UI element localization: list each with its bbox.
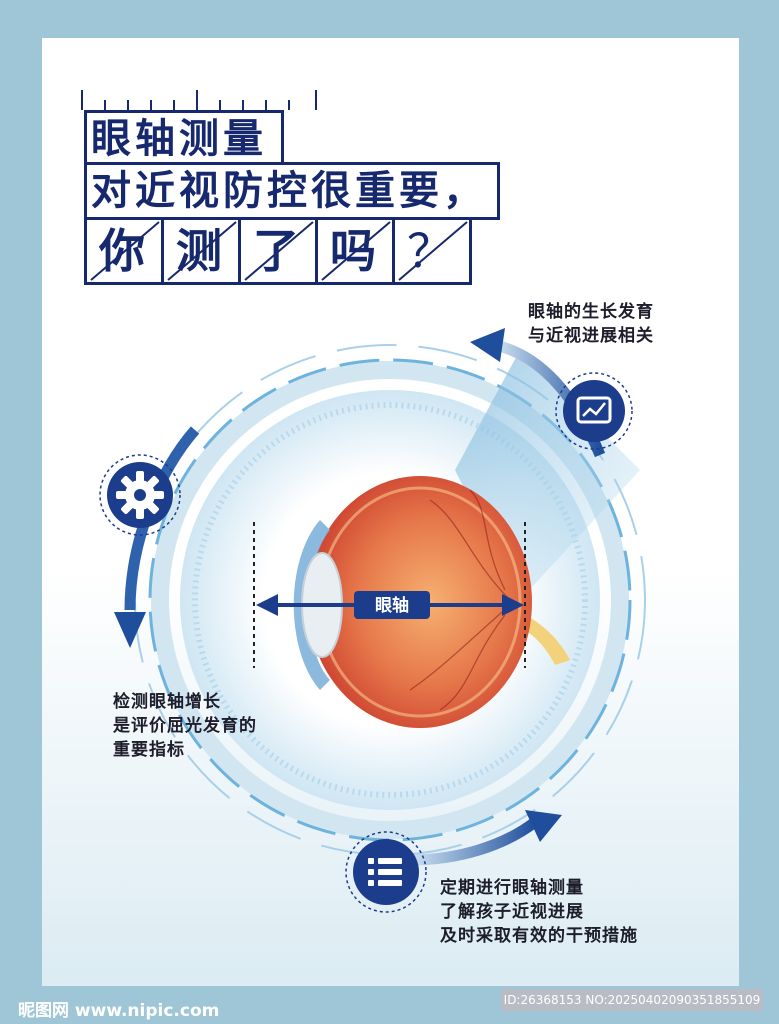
caption-top-right: 眼轴的生长发育 与近视进展相关 [528, 300, 654, 348]
cell-slash [167, 221, 237, 281]
title-char-cell: 你 [84, 217, 164, 285]
caption-line: 检测眼轴增长 [113, 692, 221, 712]
gear-icon-outer-ring [99, 454, 181, 536]
cell-slash [90, 221, 160, 281]
title-char: 测 [176, 224, 226, 278]
dashed-ring-outer [134, 344, 646, 856]
title-char: ？ [407, 224, 457, 278]
title-char: 你 [99, 224, 149, 278]
title-char-cell: ？ [392, 217, 472, 285]
title-char: 了 [253, 224, 303, 278]
title-char-cell: 测 [161, 217, 241, 285]
cell-slash [244, 221, 314, 281]
caption-line: 与近视进展相关 [528, 326, 654, 346]
caption-line: 眼轴的生长发育 [528, 302, 654, 322]
eye-diagram: 眼轴 [99, 328, 646, 913]
cell-slash [321, 221, 391, 281]
blood-vessels [409, 489, 511, 711]
chart-monitor-screen [576, 396, 612, 424]
axis-arrow-right-head [502, 594, 524, 616]
caption-left: 检测眼轴增长 是评价屈光发育的 重要指标 [113, 690, 257, 762]
watermark-site: 昵图网 www.nipic.com [18, 1001, 220, 1021]
title-char: 吗 [330, 224, 380, 278]
axis-label: 眼轴 [375, 595, 409, 616]
caption-line: 定期进行眼轴测量 [440, 878, 584, 898]
caption-line: 重要指标 [113, 740, 185, 760]
title-ruler [81, 90, 317, 110]
bottom-arc-arrow [409, 817, 539, 866]
caption-line: 及时采取有效的干预措施 [440, 926, 638, 946]
list-icon-outer-ring [345, 831, 427, 913]
chart-icon-outer-ring [555, 372, 633, 450]
axis-arrow-left-head [256, 594, 278, 616]
bottom-arc-arrow-head [525, 810, 562, 842]
title-line-2: 对近视防控很重要， [84, 162, 500, 220]
gear-hole [134, 489, 146, 501]
title-line-1: 眼轴测量 [84, 110, 284, 165]
watermark-id: ID:26368153 NO:20250402090351855109 [501, 989, 763, 1011]
caption-line: 了解孩子近视进展 [440, 902, 584, 922]
dashed-ring [148, 358, 632, 842]
list-shape [368, 858, 402, 886]
caption-line: 是评价屈光发育的 [113, 716, 257, 736]
caption-bottom-right: 定期进行眼轴测量 了解孩子近视进展 及时采取有效的干预措施 [440, 876, 638, 948]
axis-label-box [354, 591, 430, 619]
chart-monitor-line [582, 402, 606, 417]
cell-slash [398, 221, 468, 281]
title-char-cell: 吗 [315, 217, 395, 285]
tick-ring [192, 402, 588, 798]
outer-glow-ring [151, 361, 629, 839]
left-arc-arrow-head [114, 612, 146, 648]
cornea [293, 520, 330, 690]
top-arc-arrow-head [470, 328, 505, 362]
